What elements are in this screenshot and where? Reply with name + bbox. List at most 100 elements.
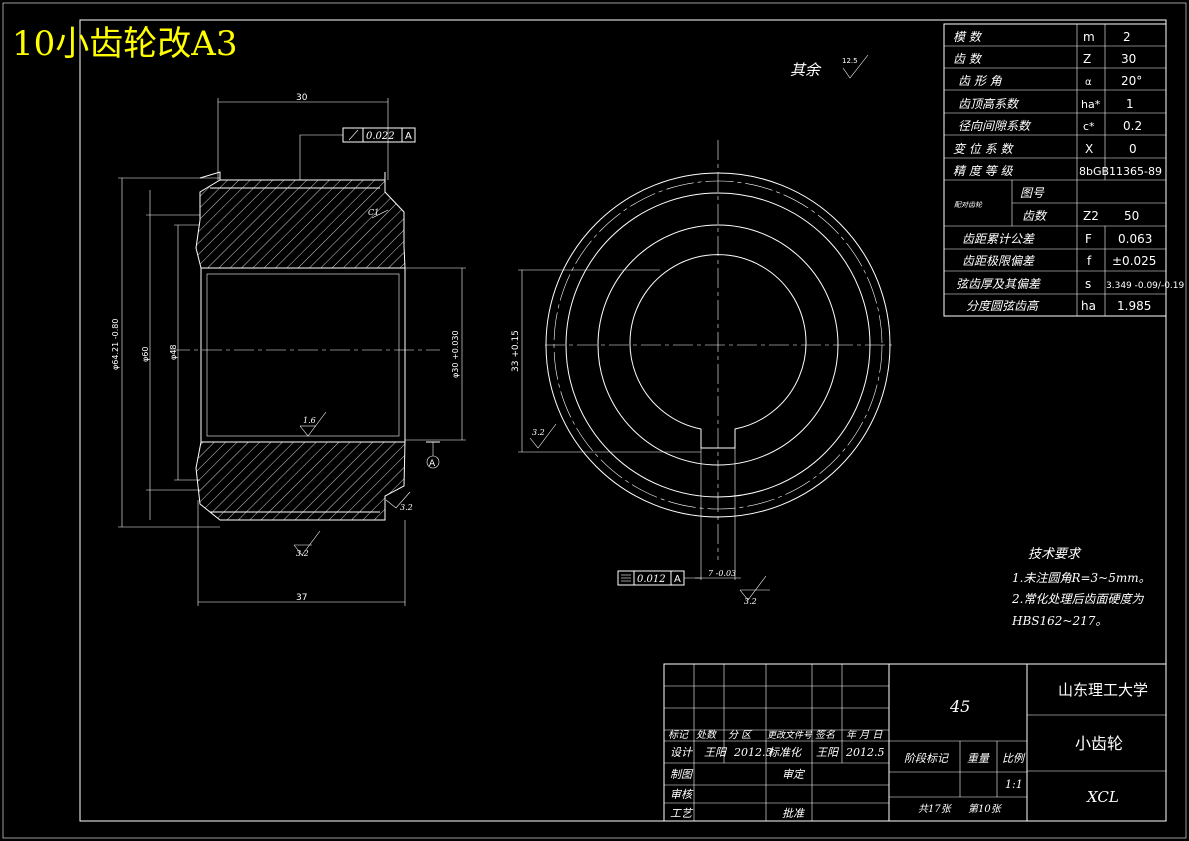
header-sign: 签名 [815,729,836,741]
section-view [170,171,440,521]
param-sym: c* [1083,120,1095,133]
svg-text:3.2: 3.2 [400,503,413,512]
param-val: 8bGB11365-89 [1079,165,1162,178]
row-design: 设计 [670,746,693,759]
param-val: ±0.025 [1112,254,1156,268]
row-approve: 批准 [782,807,806,820]
dim-tip-diameter: φ64.21 -0.80 [111,177,220,528]
param-val: 0 [1129,142,1137,156]
param-sym: ha [1081,299,1096,313]
row-std: 标准化 [768,746,803,759]
svg-text:3.2: 3.2 [744,597,757,606]
param-val: 1 [1126,97,1134,111]
svg-text:12.5: 12.5 [842,57,858,65]
param-name: 齿 形 角 [958,74,1003,88]
sheet-no: 第10张 [968,803,1003,815]
design-date: 2012.5 [733,746,773,759]
param-val: 0.2 [1123,119,1142,133]
drawing-code: XCL [1086,788,1119,806]
param-val: 1.985 [1117,299,1151,313]
roughness-face: 3.2 [385,491,413,512]
param-sym: m [1083,30,1095,44]
svg-text:33 +0.15: 33 +0.15 [511,330,521,372]
symmetry-frame: 0.012 A [617,570,701,586]
std-person: 王阳 [816,746,840,759]
upper-hatch [195,179,406,269]
param-val: 3.349 -0.09/-0.19 [1106,281,1185,291]
svg-text:0.012: 0.012 [637,574,666,585]
param-name: 变 位 系 数 [953,142,1014,156]
param-name: 精 度 等 级 [953,164,1013,178]
header-date: 年 月 日 [846,729,883,741]
mate-sym: Z2 [1083,209,1099,223]
tech-requirements: 技术要求 1.未注圆角R=3~5mm。 2.常化处理后齿面硬度为 HBS162~… [1011,547,1151,628]
bore-keyway [629,254,807,449]
row-process: 工艺 [670,807,694,820]
mate-val: 50 [1124,209,1139,223]
sheets-total: 共17张 [918,803,953,815]
svg-text:φ64.21 -0.80: φ64.21 -0.80 [111,319,120,370]
drawing-title: 10小齿轮改A3 [12,24,237,64]
param-val: 30 [1121,52,1136,66]
header-count: 处数 [696,729,718,741]
svg-text:3.2: 3.2 [532,428,545,437]
svg-text:0.022: 0.022 [366,131,395,142]
param-sym: α [1085,77,1092,88]
mate-label: 配对齿轮 [954,201,983,209]
param-name: 分度圆弦齿高 [966,299,1040,313]
svg-text:C1: C1 [368,208,379,217]
dim-width-bottom: 37 [197,500,406,606]
param-name: 模 数 [953,30,983,44]
roughness-keyway-bottom: 3.2 [739,575,770,606]
dim-width-top: 30 [217,93,389,180]
row-check: 审定 [782,768,806,781]
mate-teeth: 齿数 [1022,209,1048,223]
header-doc: 更改文件号 [767,730,813,741]
school-name: 山东理工大学 [1058,681,1148,699]
material: 45 [949,697,970,716]
dim-keyway-width: 7 -0.03 [695,569,741,579]
svg-text:37: 37 [296,593,307,603]
param-val: 0.063 [1118,232,1152,246]
param-sym: Z [1083,52,1091,66]
svg-text:30: 30 [296,93,308,103]
stage-mark: 阶段标记 [904,752,949,765]
row-draw: 制图 [670,768,694,781]
param-sym: X [1085,142,1093,156]
scale: 1:1 [1005,778,1023,791]
svg-text:A: A [429,459,436,469]
param-name: 齿 数 [953,52,983,66]
param-name: 齿顶高系数 [958,97,1020,111]
tech-line-3: HBS162~217。 [1011,614,1107,628]
roughness-other-label: 其余 [790,61,822,79]
ratio: 比例 [1002,752,1026,765]
header-zone: 分 区 [728,729,753,741]
param-name: 齿距极限偏差 [962,254,1035,268]
chamfer-note: C1 [368,208,389,219]
svg-text:7 -0.03: 7 -0.03 [708,569,736,578]
weight: 重量 [967,752,990,765]
svg-text:A: A [405,131,412,142]
tech-line-2: 2.常化处理后齿面硬度为 [1011,592,1144,606]
dim-d60: φ60 [141,190,200,520]
param-name: 径向间隙系数 [958,119,1032,133]
param-sym: ha* [1081,98,1101,111]
svg-text:φ48: φ48 [169,345,178,360]
svg-text:A: A [674,574,681,585]
tech-heading: 技术要求 [1028,547,1082,562]
designer-name: 王阳 [704,746,728,759]
roughness-bore: 1.6 [299,411,327,437]
param-val: 20° [1121,74,1142,88]
param-name: 弦齿厚及其偏差 [956,277,1041,291]
parameter-table: 模 数 m 2 齿 数 Z 30 齿 形 角 α 20° 齿顶高系数 ha* 1… [943,23,1185,317]
runout-frame: 0.022 A [299,127,416,180]
title-block: 标记 处数 分 区 更改文件号 签名 年 月 日 设计 王阳 2012.5 标准… [663,663,1167,822]
svg-text:1.6: 1.6 [303,416,316,425]
row-review: 审核 [670,788,694,801]
mate-drawing-no: 图号 [1020,186,1045,200]
dim-bore: φ30 +0.030 [405,267,466,441]
param-sym: f [1087,254,1092,268]
front-view [545,140,892,580]
dim-keyway-depth: 33 +0.15 [511,269,701,453]
